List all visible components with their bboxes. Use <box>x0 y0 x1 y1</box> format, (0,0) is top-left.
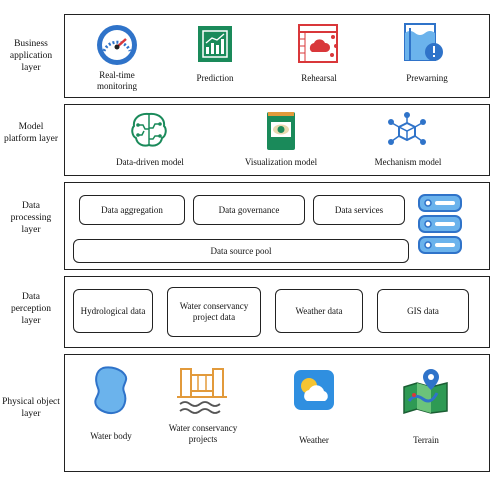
data-aggregation-box: Data aggregation <box>79 195 185 225</box>
terrain-map-icon <box>403 369 448 415</box>
physical-object-layer: Water body Water conservancy projects We… <box>64 354 490 472</box>
model-item-data-driven: Data-driven model <box>116 157 184 167</box>
molecule-cube-icon <box>388 112 426 145</box>
gauge-icon <box>97 25 137 65</box>
weather-icon <box>294 370 334 410</box>
eye-document-icon <box>267 112 295 150</box>
layer-label-business: Business application layer <box>9 39 53 73</box>
physical-item-water-body: Water body <box>90 431 132 441</box>
model-item-visualization: Visualization model <box>244 157 318 167</box>
data-source-pool-box: Data source pool <box>73 239 409 263</box>
layer-label-model: Model platform layer <box>3 122 59 144</box>
chart-growth-icon <box>198 26 232 62</box>
layer-label-processing: Data processing layer <box>10 201 52 235</box>
cloud-grid-icon <box>298 24 338 63</box>
water-conservancy-project-data-box: Water conservancy project data <box>167 287 261 337</box>
model-platform-layer: Data-driven model Visualization model Me… <box>64 104 490 176</box>
business-item-prewarning: Prewarning <box>406 73 448 83</box>
layer-label-perception: Data perception layer <box>10 292 52 326</box>
server-stack-icon <box>418 194 462 254</box>
physical-item-terrain: Terrain <box>413 435 439 445</box>
business-application-layer: Real-time monitoring Prediction Rehearsa… <box>64 14 490 98</box>
physical-item-weather: Weather <box>299 435 329 445</box>
data-perception-layer: Hydrological data Water conservancy proj… <box>64 276 490 348</box>
hydrological-data-box: Hydrological data <box>73 289 153 333</box>
water-body-icon <box>94 366 128 415</box>
data-services-box: Data services <box>313 195 405 225</box>
business-item-rehearsal: Rehearsal <box>301 73 337 83</box>
data-processing-layer: Data aggregation Data governance Data se… <box>64 182 490 270</box>
weather-data-box: Weather data <box>275 289 363 333</box>
warning-document-icon <box>404 23 443 61</box>
business-item-prediction: Prediction <box>196 73 234 83</box>
dam-icon <box>177 368 227 414</box>
brain-circuit-icon <box>131 112 167 147</box>
layer-label-physical: Physical object layer <box>2 397 60 419</box>
business-item-realtime: Real-time monitoring <box>97 70 137 91</box>
model-item-mechanism: Mechanism model <box>374 157 442 167</box>
gis-data-box: GIS data <box>377 289 469 333</box>
physical-item-dam: Water conservancy projects <box>168 423 238 444</box>
data-governance-box: Data governance <box>193 195 305 225</box>
